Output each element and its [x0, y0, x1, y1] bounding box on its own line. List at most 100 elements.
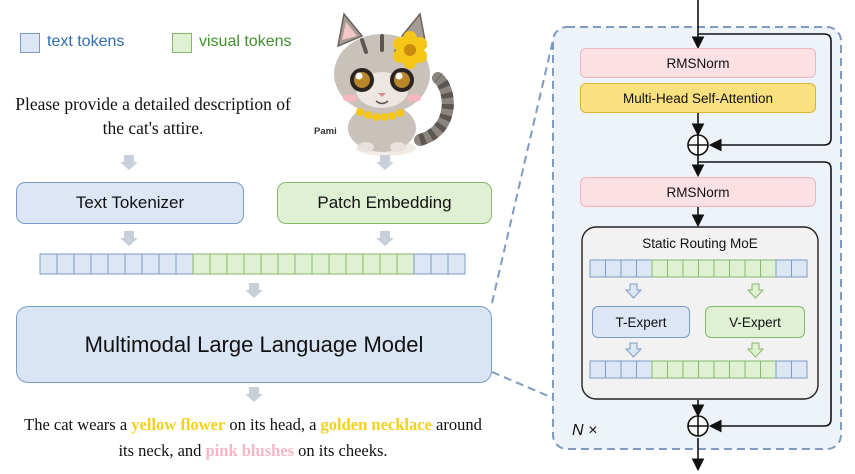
visual-token — [243, 253, 262, 275]
text-token — [107, 253, 126, 275]
moe-input-tokens — [589, 259, 808, 278]
t-expert-label: T-Expert — [615, 314, 667, 330]
highlight-yellow-flower: yellow flower — [131, 415, 226, 434]
visual-token — [311, 253, 330, 275]
rmsnorm-bottom-label: RMSNorm — [666, 184, 730, 200]
legend-text-label: text tokens — [47, 33, 125, 50]
visual-token — [729, 360, 746, 379]
output-text: on its cheeks. — [294, 441, 388, 460]
text-token — [605, 360, 622, 379]
visual-token — [667, 259, 684, 278]
arrow-down-icon — [120, 155, 138, 170]
text-token — [430, 253, 449, 275]
text-token — [620, 360, 637, 379]
token-sequence — [39, 253, 466, 275]
text-token — [775, 360, 792, 379]
patch-embedding-box: Patch Embedding — [277, 182, 492, 224]
visual-token — [667, 360, 684, 379]
moe-title: Static Routing MoE — [642, 236, 758, 251]
visual-token — [328, 253, 347, 275]
visual-token — [698, 360, 715, 379]
output-description: The cat wears a yellow flower on its hea… — [18, 412, 488, 464]
text-token — [56, 253, 75, 275]
arrow-down-icon — [245, 387, 263, 402]
necklace-icon — [356, 108, 404, 121]
text-token — [175, 253, 194, 275]
legend-visual-swatch — [172, 33, 192, 53]
rmsnorm-top-label: RMSNorm — [666, 55, 730, 71]
attention-box: Multi-Head Self-Attention — [580, 83, 816, 113]
flower-icon — [393, 31, 427, 69]
visual-token — [260, 253, 279, 275]
visual-token — [713, 259, 730, 278]
residual-add-icon — [687, 415, 709, 437]
zoom-connector-bottom — [491, 371, 554, 399]
text-token — [413, 253, 432, 275]
legend-visual-label: visual tokens — [199, 33, 292, 50]
text-token — [90, 253, 109, 275]
text-token — [636, 360, 653, 379]
text-token — [791, 360, 808, 379]
text-token — [589, 360, 606, 379]
v-expert-box: V-Expert — [705, 306, 805, 338]
prompt-text: Please provide a detailed description of… — [15, 94, 291, 138]
visual-token — [698, 259, 715, 278]
text-token — [73, 253, 92, 275]
text-token — [124, 253, 143, 275]
visual-token — [345, 253, 364, 275]
visual-token — [192, 253, 211, 275]
text-token — [775, 259, 792, 278]
visual-token — [209, 253, 228, 275]
mllm-box: Multimodal Large Language Model — [16, 306, 492, 383]
visual-token — [226, 253, 245, 275]
output-text: on its head, a — [225, 415, 321, 434]
text-token — [620, 259, 637, 278]
moe-output-tokens — [589, 360, 808, 379]
arrow-down-icon — [376, 155, 394, 170]
arrow-down-icon — [624, 342, 643, 358]
v-expert-label: V-Expert — [729, 314, 781, 330]
text-token — [791, 259, 808, 278]
zoom-connector-top — [491, 39, 554, 304]
arrow-down-icon — [624, 283, 643, 299]
residual-add-icon — [687, 134, 709, 156]
arrow-down-icon — [746, 342, 765, 358]
text-token — [605, 259, 622, 278]
visual-token — [744, 360, 761, 379]
highlight-golden-necklace: golden necklace — [320, 415, 432, 434]
visual-token — [713, 360, 730, 379]
text-token — [158, 253, 177, 275]
visual-token — [760, 360, 777, 379]
visual-token — [682, 360, 699, 379]
visual-token — [651, 360, 668, 379]
visual-token — [682, 259, 699, 278]
cat-name-tag: Pami — [314, 126, 337, 137]
arrow-down-icon — [120, 231, 138, 246]
visual-token — [760, 259, 777, 278]
mllm-label: Multimodal Large Language Model — [84, 331, 424, 357]
text-token — [589, 259, 606, 278]
patch-embedding-label: Patch Embedding — [317, 193, 452, 212]
output-text: around its neck, and — [118, 415, 482, 460]
flow-arrows-left — [120, 155, 394, 402]
text-tokenizer-box: Text Tokenizer — [16, 182, 244, 224]
output-text: The cat wears a — [24, 415, 132, 434]
attention-label: Multi-Head Self-Attention — [622, 90, 774, 106]
highlight-pink-blushes: pink blushes — [205, 441, 295, 460]
visual-token — [294, 253, 313, 275]
text-token — [141, 253, 160, 275]
text-token — [39, 253, 58, 275]
visual-token — [651, 259, 668, 278]
rmsnorm-top-box: RMSNorm — [580, 48, 816, 78]
rmsnorm-bottom-box: RMSNorm — [580, 177, 816, 207]
visual-token — [744, 259, 761, 278]
text-token — [447, 253, 466, 275]
text-token — [636, 259, 653, 278]
legend-text-swatch — [20, 33, 40, 53]
arrow-down-icon — [746, 283, 765, 299]
visual-token — [362, 253, 381, 275]
t-expert-box: T-Expert — [592, 306, 690, 338]
visual-token — [379, 253, 398, 275]
arrow-down-icon — [245, 283, 263, 298]
